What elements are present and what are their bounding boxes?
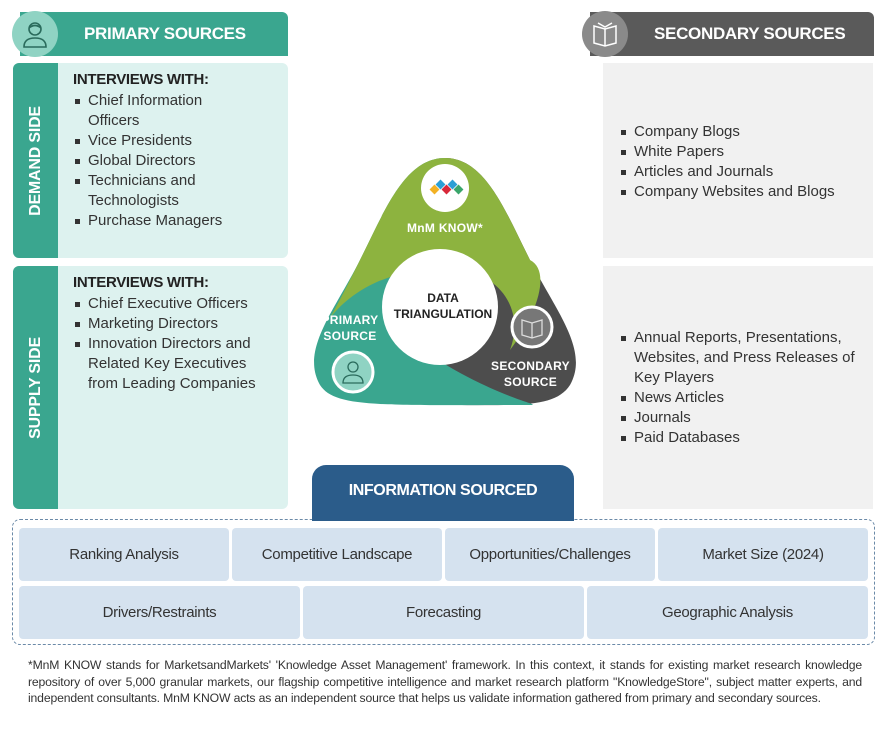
info-cell-ranking-analysis: Ranking Analysis (19, 528, 229, 581)
primary-source-segment (314, 158, 533, 406)
secondary-upper-panel: Company Blogs White Papers Articles and … (603, 63, 873, 258)
data-triangulation-label: DATA TRIANGULATION (388, 290, 498, 322)
supply-side-panel: SUPPLY SIDE INTERVIEWS WITH: Chief Execu… (13, 266, 288, 509)
list-item: Company Blogs (619, 122, 867, 142)
info-cell-forecasting: Forecasting (303, 586, 584, 639)
demand-side-label: DEMAND SIDE (26, 105, 44, 216)
list-item: Technicians and Technologists (73, 171, 223, 211)
list-item: Marketing Directors (73, 314, 282, 334)
secondary-sources-title: SECONDARY SOURCES (654, 24, 846, 43)
supply-side-label: SUPPLY SIDE (26, 336, 44, 439)
person-icon (342, 361, 364, 384)
mnm-know-label: MnM KNOW* (406, 221, 484, 235)
supply-interviews-title: INTERVIEWS WITH: (73, 274, 209, 291)
list-item: White Papers (619, 142, 867, 162)
data-triangulation-diagram (314, 158, 576, 406)
person-icon (12, 11, 58, 57)
list-item: Annual Reports, Presentations, Websites,… (619, 328, 864, 388)
primary-source-label: PRIMARY SOURCE (315, 312, 385, 344)
list-item: Global Directors (73, 151, 282, 171)
secondary-source-label: SECONDARY SOURCE (488, 358, 573, 390)
list-item: Vice Presidents (73, 131, 282, 151)
center-label-line2: TRIANGULATION (393, 307, 493, 321)
information-sourced-tab: INFORMATION SOURCED (312, 465, 574, 521)
list-item: Paid Databases (619, 428, 867, 448)
list-item: Purchase Managers (73, 211, 282, 231)
info-cell-competitive-landscape: Competitive Landscape (232, 528, 442, 581)
list-item: Innovation Directors and Related Key Exe… (73, 334, 268, 394)
footnote: *MnM KNOW stands for MarketsandMarkets' … (28, 658, 862, 705)
secondary-upper-list: Company Blogs White Papers Articles and … (619, 122, 867, 202)
supply-side-list: Chief Executive Officers Marketing Direc… (73, 294, 282, 394)
list-item: Articles and Journals (619, 162, 867, 182)
demand-side-panel: DEMAND SIDE INTERVIEWS WITH: Chief Infor… (13, 63, 288, 258)
list-item: News Articles (619, 388, 867, 408)
info-cell-geographic-analysis: Geographic Analysis (587, 586, 868, 639)
secondary-sources-header: SECONDARY SOURCES (590, 12, 874, 56)
info-cell-drivers-restraints: Drivers/Restraints (19, 586, 300, 639)
info-cell-opportunities-challenges: Opportunities/Challenges (445, 528, 655, 581)
book-icon (521, 319, 543, 339)
primary-sources-title: PRIMARY SOURCES (84, 24, 246, 43)
primary-source-label-line2: SOURCE (323, 329, 377, 343)
list-item: Journals (619, 408, 867, 428)
primary-sources-header: PRIMARY SOURCES (20, 12, 288, 56)
secondary-source-label-line2: SOURCE (503, 375, 558, 389)
center-label-line1: DATA (427, 291, 459, 305)
demand-side-strip: DEMAND SIDE (13, 63, 58, 258)
information-sourced-box: Ranking Analysis Competitive Landscape O… (12, 519, 875, 645)
list-item: Chief Executive Officers (73, 294, 282, 314)
book-icon (582, 11, 628, 57)
secondary-source-label-line1: SECONDARY (491, 359, 570, 373)
info-cell-market-size: Market Size (2024) (658, 528, 868, 581)
secondary-lower-list: Annual Reports, Presentations, Websites,… (619, 328, 867, 448)
primary-source-label-line1: PRIMARY (321, 313, 379, 327)
demand-side-list: Chief Information Officers Vice Presiden… (73, 91, 282, 231)
list-item: Company Websites and Blogs (619, 182, 867, 202)
supply-side-strip: SUPPLY SIDE (13, 266, 58, 509)
list-item: Chief Information Officers (73, 91, 223, 131)
demand-interviews-title: INTERVIEWS WITH: (73, 71, 209, 88)
center-circle (382, 249, 498, 365)
information-sourced-title: INFORMATION SOURCED (348, 482, 538, 499)
secondary-lower-panel: Annual Reports, Presentations, Websites,… (603, 266, 873, 509)
